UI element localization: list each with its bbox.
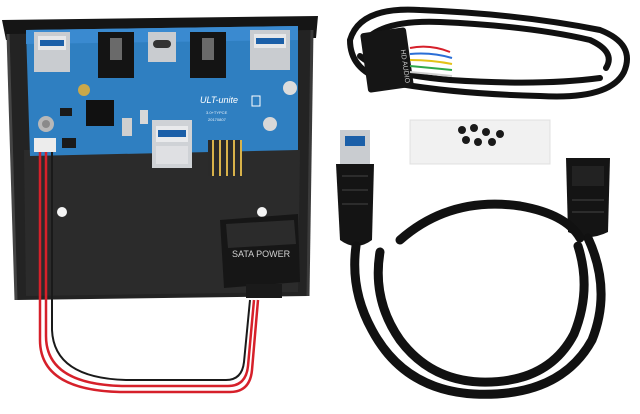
board-model-text: 3.0+TYPCE — [206, 110, 228, 115]
sata-power-connector: SATA POWER — [220, 214, 300, 298]
usb3-cable — [336, 130, 610, 399]
usb-port-left — [34, 32, 70, 72]
white-connector — [34, 138, 56, 152]
mount-hole — [57, 207, 67, 217]
type-c-port-center — [148, 32, 176, 62]
board-brand-text: ULT-unite — [200, 95, 238, 105]
type-c-port-black-1 — [98, 32, 134, 78]
usb-a-plug — [340, 130, 370, 166]
controller-chip — [86, 100, 114, 126]
mount-hole — [257, 207, 267, 217]
screw-bag — [409, 119, 551, 165]
sata-power-label: SATA POWER — [232, 249, 291, 259]
red-wires — [38, 152, 260, 394]
type-c-port-black-2 — [190, 32, 226, 78]
usb-port-right — [250, 30, 290, 70]
board-date-text: 20170807 — [208, 117, 227, 122]
pin-header — [208, 140, 242, 176]
hd-audio-label: HD AUDIO — [399, 49, 411, 84]
usb-port-front — [152, 120, 192, 168]
hd-audio-header-connector: HD AUDIO — [360, 27, 414, 93]
colored-wires — [409, 45, 453, 77]
